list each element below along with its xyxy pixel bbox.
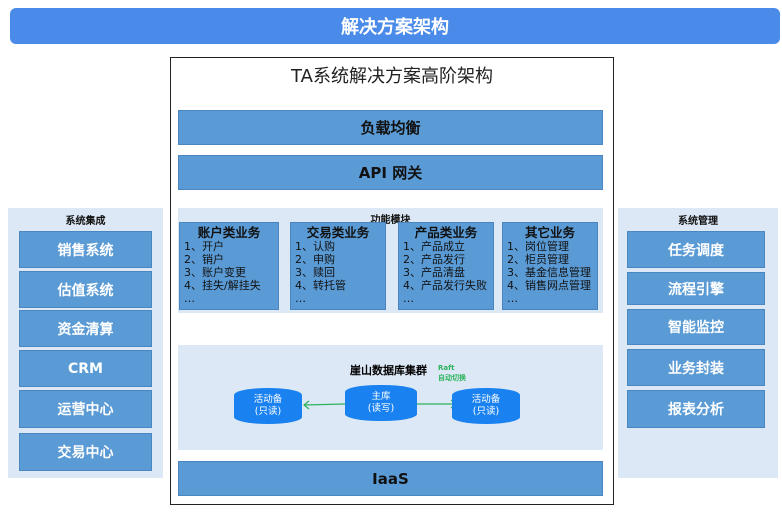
module-title: 交易类业务 [306, 225, 370, 240]
system-management-title: 系统管理 [678, 216, 718, 227]
api-gateway-layer: API 网关 [178, 155, 603, 190]
module-item: 2、申购 [295, 253, 335, 266]
integration-item: CRM [19, 350, 152, 387]
module-item: 4、销售网点管理 [507, 279, 591, 292]
module-title: 产品类业务 [414, 225, 478, 240]
management-item: 任务调度 [627, 231, 765, 268]
integration-item: 资金清算 [19, 310, 152, 347]
module-item: 1、岗位管理 [507, 240, 569, 253]
integration-item: 销售系统 [19, 231, 152, 268]
module-item: … [295, 292, 306, 305]
module-item: 2、产品发行 [403, 253, 465, 266]
module-item: 1、产品成立 [403, 240, 465, 253]
module-item: 2、柜员管理 [507, 253, 569, 266]
page-banner: 解决方案架构 [10, 8, 780, 44]
management-item: 业务封装 [627, 349, 765, 386]
module-item: 3、赎回 [295, 266, 335, 279]
module-item: 1、认购 [295, 240, 335, 253]
module-item: 3、账户变更 [184, 266, 246, 279]
database-cluster-title: 崖山数据库集群 [350, 364, 427, 377]
module-item: 4、产品发行失败 [403, 279, 487, 292]
module-title: 其它业务 [524, 225, 575, 240]
load-balance-layer: 负载均衡 [178, 110, 603, 145]
module-item: … [184, 292, 195, 305]
module-item: 3、基金信息管理 [507, 266, 591, 279]
standby-db-left: 活动备(只读) [234, 388, 302, 424]
system-integration-title: 系统集成 [65, 216, 106, 227]
standby-db-right: 活动备(只读) [452, 388, 520, 424]
module-item: 3、产品清盘 [403, 266, 465, 279]
diagram-title: TA系统解决方案高阶架构 [291, 66, 493, 87]
module-item: … [507, 292, 518, 305]
module-item: 4、挂失/解挂失 [184, 279, 261, 292]
module-item: 1、开户 [184, 240, 224, 253]
raft-label: Raft [438, 364, 455, 372]
module-item: … [403, 292, 414, 305]
arrow-to-standby-left [303, 403, 346, 406]
architecture-frame [170, 57, 614, 505]
management-item: 流程引擎 [627, 272, 765, 305]
primary-db: 主库(读写) [345, 385, 417, 421]
management-item: 智能监控 [627, 309, 765, 345]
integration-item: 运营中心 [19, 390, 152, 428]
iaas-layer: IaaS [178, 461, 603, 496]
module-item: 2、销户 [184, 253, 224, 266]
auto-switch-label: 自动切换 [438, 374, 466, 382]
module-title: 账户类业务 [197, 225, 261, 240]
module-item: 4、转托管 [295, 279, 346, 292]
function-modules-label: 功能模块 [370, 215, 411, 226]
management-item: 报表分析 [627, 390, 765, 428]
integration-item: 交易中心 [19, 433, 152, 471]
integration-item: 估值系统 [19, 271, 152, 308]
